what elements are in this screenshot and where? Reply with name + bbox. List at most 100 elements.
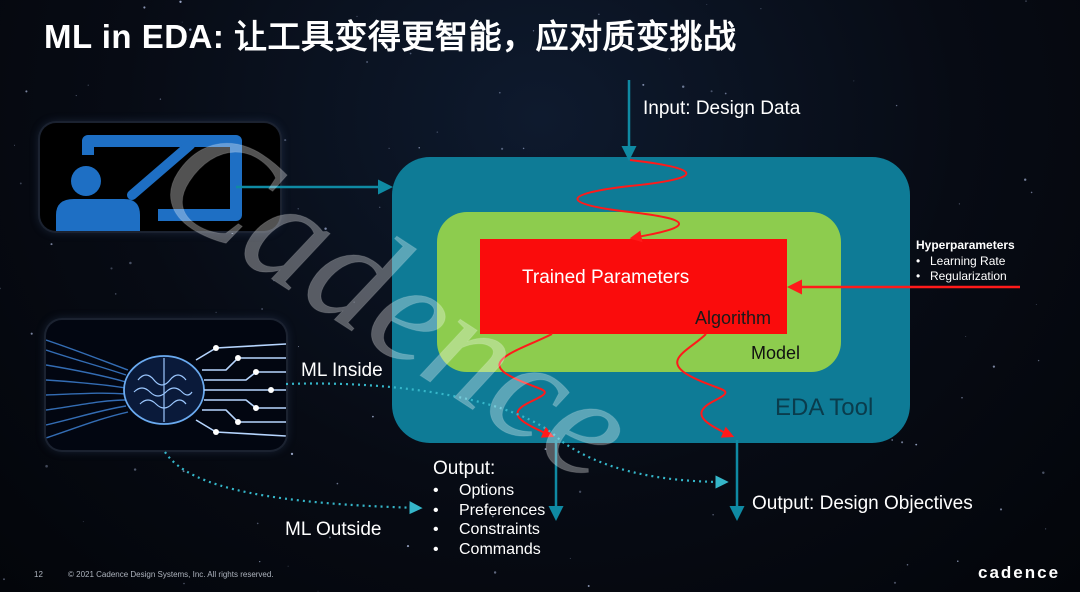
algorithm-label: Algorithm	[695, 308, 772, 328]
star-dot	[366, 60, 369, 64]
star-dot	[406, 545, 410, 548]
teacher-image-panel	[40, 123, 280, 231]
star-dot	[25, 90, 28, 93]
star-dot	[587, 585, 590, 587]
star-dot	[1035, 304, 1037, 305]
star-dot	[336, 482, 339, 485]
presentation-teacher-icon	[56, 135, 242, 231]
star-dot	[3, 578, 5, 581]
ml-inside-connector	[285, 382, 729, 489]
cadence-logo: cadence	[978, 563, 1061, 582]
star-dot	[474, 43, 477, 46]
star-dot	[353, 301, 355, 303]
star-dot	[706, 4, 708, 6]
star-dot	[75, 95, 77, 97]
star-dot	[215, 311, 217, 314]
trained-parameters-label: Trained Parameters	[522, 267, 690, 288]
star-dot	[709, 44, 711, 47]
star-dot	[681, 85, 685, 88]
star-dot	[181, 21, 183, 23]
star-dot	[50, 243, 53, 246]
star-dot	[958, 203, 961, 205]
brain-image-panel	[46, 320, 286, 450]
star-dot	[1042, 471, 1045, 475]
hyperparameters-list: •Learning Rate •Regularization	[916, 254, 1007, 284]
ml-outside-label: ML Outside	[285, 519, 382, 540]
star-dot	[710, 90, 713, 93]
star-dot	[256, 522, 259, 525]
star-dot	[1044, 528, 1047, 530]
star-dot	[853, 80, 855, 82]
star-dot	[498, 91, 501, 94]
star-dot	[915, 443, 918, 446]
slide-title: ML in EDA: 让工具变得更智能，应对质变挑战	[44, 18, 737, 55]
star-dot	[388, 147, 390, 150]
star-dot	[19, 182, 22, 185]
eda-tool-label: EDA Tool	[775, 394, 874, 421]
star-dot	[544, 448, 547, 451]
star-dot	[183, 582, 185, 585]
star-dot	[372, 372, 374, 374]
star-dot	[179, 0, 182, 3]
star-dot	[992, 365, 996, 368]
star-dot	[473, 495, 475, 498]
star-dot	[485, 510, 487, 513]
copyright-text: © 2021 Cadence Design Systems, Inc. All …	[68, 570, 274, 579]
output-list: •Options •Preferences •Constraints •Comm…	[433, 481, 545, 559]
star-dot	[30, 332, 33, 335]
star-dot	[436, 131, 439, 133]
star-dot	[1025, 0, 1027, 2]
star-dot	[668, 58, 670, 60]
star-dot	[642, 83, 645, 86]
star-dot	[999, 508, 1003, 511]
algorithm-box	[480, 239, 787, 334]
star-dot	[159, 98, 162, 100]
star-dot	[372, 415, 374, 418]
model-label: Model	[751, 343, 801, 363]
star-dot	[1024, 178, 1027, 181]
star-dot	[957, 560, 959, 562]
star-dot	[895, 104, 898, 107]
star-dot	[760, 8, 762, 10]
ml-inside-label: ML Inside	[301, 360, 383, 381]
star-dot	[324, 227, 327, 230]
input-design-data-label: Input: Design Data	[643, 98, 801, 119]
star-dot	[129, 261, 132, 265]
list-item: •Commands	[433, 540, 541, 558]
star-dot	[287, 565, 289, 567]
list-item: •Constraints	[433, 521, 540, 538]
hyperparameters-title: Hyperparameters	[916, 238, 1015, 252]
star-dot	[418, 147, 420, 149]
star-dot	[491, 515, 494, 518]
star-dot	[1037, 359, 1040, 362]
star-dot	[569, 557, 571, 559]
star-dot	[273, 280, 275, 282]
list-item: •Options	[433, 482, 515, 499]
star-dot	[110, 267, 113, 270]
star-dot	[0, 287, 1, 290]
star-dot	[259, 560, 261, 563]
star-dot	[297, 208, 299, 210]
star-dot	[673, 50, 675, 52]
ml-outside-connector	[164, 451, 423, 515]
star-dot	[532, 30, 535, 32]
list-item: •Regularization	[916, 269, 1007, 283]
star-dot	[598, 13, 600, 15]
star-dot	[936, 244, 938, 246]
input-wave	[576, 159, 688, 243]
star-dot	[409, 52, 412, 55]
star-dot	[712, 514, 714, 516]
star-dot	[114, 293, 117, 295]
star-dot	[189, 28, 192, 31]
output-wave-right	[676, 333, 735, 438]
star-dot	[379, 206, 381, 208]
star-dot	[328, 536, 331, 539]
star-dot	[82, 521, 84, 523]
star-dot	[87, 84, 89, 86]
star-dot	[493, 571, 497, 574]
list-item: •Preferences	[433, 501, 546, 519]
star-dot	[317, 590, 319, 592]
output-wave-left	[498, 333, 555, 438]
star-dot	[501, 147, 504, 150]
